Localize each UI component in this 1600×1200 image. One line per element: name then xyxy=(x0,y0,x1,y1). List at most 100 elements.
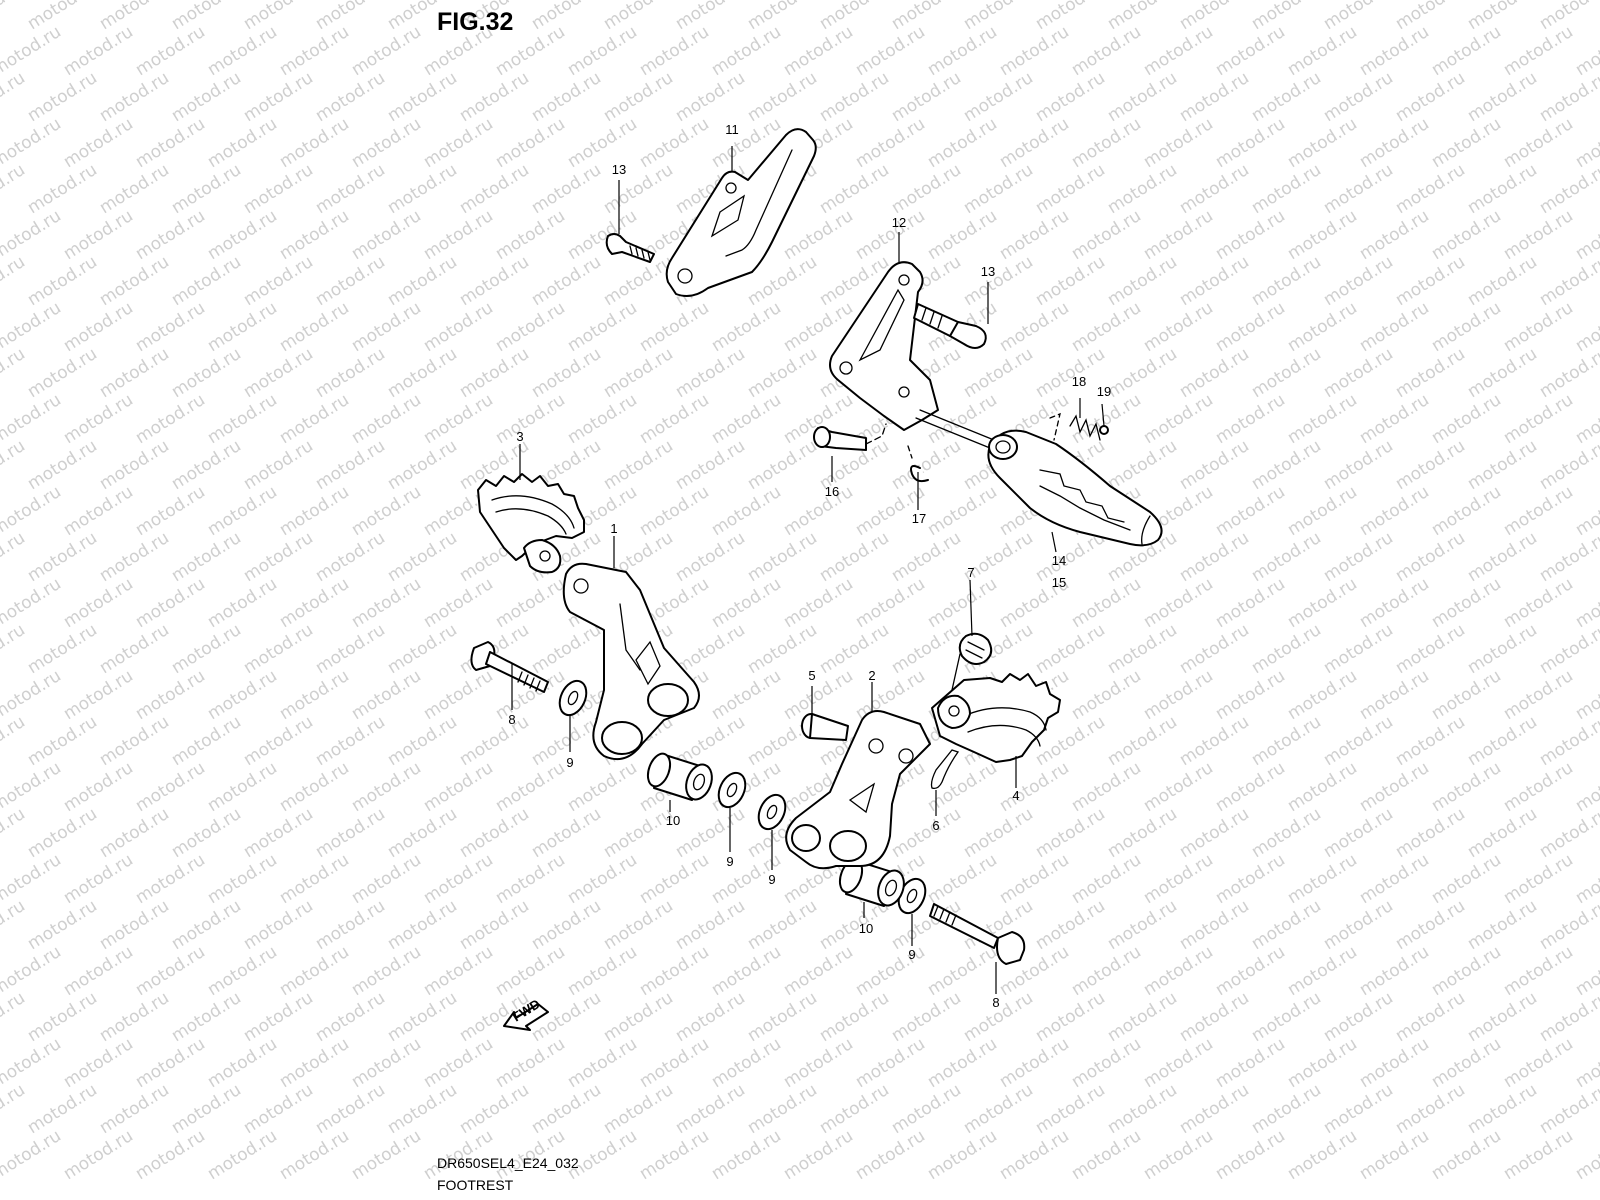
watermark-text: motod.ru xyxy=(1248,68,1325,126)
watermark-text: motod.ru xyxy=(420,298,497,356)
watermark-text: motod.ru xyxy=(384,1080,461,1138)
callout-13: 13 xyxy=(981,264,995,279)
watermark-text: motod.ru xyxy=(204,1034,281,1092)
watermark-text: motod.ru xyxy=(816,620,893,678)
watermark-text: motod.ru xyxy=(1392,896,1469,954)
watermark-text: motod.ru xyxy=(1248,804,1325,862)
callout-12: 12 xyxy=(892,215,906,230)
watermark-text: motod.ru xyxy=(564,850,641,908)
watermark-text: motod.ru xyxy=(528,620,605,678)
watermark-text: motod.ru xyxy=(960,0,1037,34)
watermark-text: motod.ru xyxy=(528,160,605,218)
watermark-text: motod.ru xyxy=(1500,390,1577,448)
watermark-text: motod.ru xyxy=(1464,344,1541,402)
watermark-text: motod.ru xyxy=(240,436,317,494)
watermark-text: motod.ru xyxy=(888,436,965,494)
watermark-text: motod.ru xyxy=(1104,436,1181,494)
watermark-text: motod.ru xyxy=(1248,712,1325,770)
watermark-text: motod.ru xyxy=(168,896,245,954)
watermark-text: motod.ru xyxy=(492,114,569,172)
watermark-text: motod.ru xyxy=(1320,712,1397,770)
watermark-text: motod.ru xyxy=(312,0,389,34)
watermark-text: motod.ru xyxy=(456,804,533,862)
watermark-text: motod.ru xyxy=(564,1034,641,1092)
watermark-text: motod.ru xyxy=(1500,574,1577,632)
part-13-bolt-a xyxy=(605,233,655,263)
watermark-text: motod.ru xyxy=(168,988,245,1046)
watermark-text: motod.ru xyxy=(1140,206,1217,264)
watermark-text: motod.ru xyxy=(240,804,317,862)
watermark-text: motod.ru xyxy=(0,436,29,494)
watermark-text: motod.ru xyxy=(600,1080,677,1138)
watermark-text: motod.ru xyxy=(24,0,101,34)
watermark-text: motod.ru xyxy=(1464,252,1541,310)
watermark-text: motod.ru xyxy=(1104,804,1181,862)
watermark-text: motod.ru xyxy=(744,896,821,954)
watermark-text: motod.ru xyxy=(1176,436,1253,494)
callout-13: 13 xyxy=(612,162,626,177)
watermark-text: motod.ru xyxy=(276,390,353,448)
watermark-text: motod.ru xyxy=(420,1034,497,1092)
watermark-text: motod.ru xyxy=(492,206,569,264)
watermark-text: motod.ru xyxy=(348,114,425,172)
watermark-text: motod.ru xyxy=(1464,804,1541,862)
watermark-text: motod.ru xyxy=(1140,114,1217,172)
watermark-text: motod.ru xyxy=(1248,988,1325,1046)
watermark-text: motod.ru xyxy=(852,1034,929,1092)
watermark-text: motod.ru xyxy=(132,1126,209,1184)
watermark-text: motod.ru xyxy=(456,252,533,310)
watermark-text: motod.ru xyxy=(1032,68,1109,126)
watermark-text: motod.ru xyxy=(1068,206,1145,264)
part-19-ball xyxy=(1099,425,1109,435)
watermark-text: motod.ru xyxy=(492,758,569,816)
watermark-text: motod.ru xyxy=(816,528,893,586)
watermark-text: motod.ru xyxy=(888,68,965,126)
watermark-text: motod.ru xyxy=(132,482,209,540)
watermark-text: motod.ru xyxy=(1104,0,1181,34)
watermark-text: motod.ru xyxy=(960,160,1037,218)
watermark-text: motod.ru xyxy=(240,68,317,126)
watermark-text: motod.ru xyxy=(348,298,425,356)
watermark-text: motod.ru xyxy=(600,252,677,310)
watermark-text: motod.ru xyxy=(60,574,137,632)
watermark-text: motod.ru xyxy=(1428,1126,1505,1184)
watermark-text: motod.ru xyxy=(60,666,137,724)
watermark-text: motod.ru xyxy=(672,528,749,586)
watermark-text: motod.ru xyxy=(1212,114,1289,172)
watermark-text: motod.ru xyxy=(1176,68,1253,126)
watermark-text: motod.ru xyxy=(1248,160,1325,218)
watermark-text: motod.ru xyxy=(1356,22,1433,80)
watermark-text: motod.ru xyxy=(996,1034,1073,1092)
watermark-text: motod.ru xyxy=(1500,206,1577,264)
watermark-text: motod.ru xyxy=(0,344,29,402)
watermark-text: motod.ru xyxy=(132,574,209,632)
watermark-text: motod.ru xyxy=(1068,1034,1145,1092)
watermark-text: motod.ru xyxy=(708,390,785,448)
watermark-text: motod.ru xyxy=(636,942,713,1000)
watermark-text: motod.ru xyxy=(672,988,749,1046)
watermark-text: motod.ru xyxy=(24,620,101,678)
watermark-text: motod.ru xyxy=(888,620,965,678)
watermark-text: motod.ru xyxy=(1320,344,1397,402)
watermark-text: motod.ru xyxy=(780,206,857,264)
watermark-text: motod.ru xyxy=(1176,160,1253,218)
watermark-text: motod.ru xyxy=(492,574,569,632)
watermark-text: motod.ru xyxy=(744,528,821,586)
watermark-text: motod.ru xyxy=(924,22,1001,80)
watermark-text: motod.ru xyxy=(240,988,317,1046)
watermark-text: motod.ru xyxy=(1248,344,1325,402)
watermark-text: motod.ru xyxy=(1356,942,1433,1000)
watermark-text: motod.ru xyxy=(924,574,1001,632)
watermark-text: motod.ru xyxy=(1068,574,1145,632)
watermark-text: motod.ru xyxy=(780,22,857,80)
callout-7: 7 xyxy=(967,565,974,580)
callout-8: 8 xyxy=(992,995,999,1010)
watermark-text: motod.ru xyxy=(240,160,317,218)
watermark-text: motod.ru xyxy=(312,436,389,494)
watermark-text: motod.ru xyxy=(744,68,821,126)
watermark-text: motod.ru xyxy=(168,160,245,218)
watermark-text: motod.ru xyxy=(636,1034,713,1092)
watermark-text: motod.ru xyxy=(348,1126,425,1184)
watermark-text: motod.ru xyxy=(204,666,281,724)
